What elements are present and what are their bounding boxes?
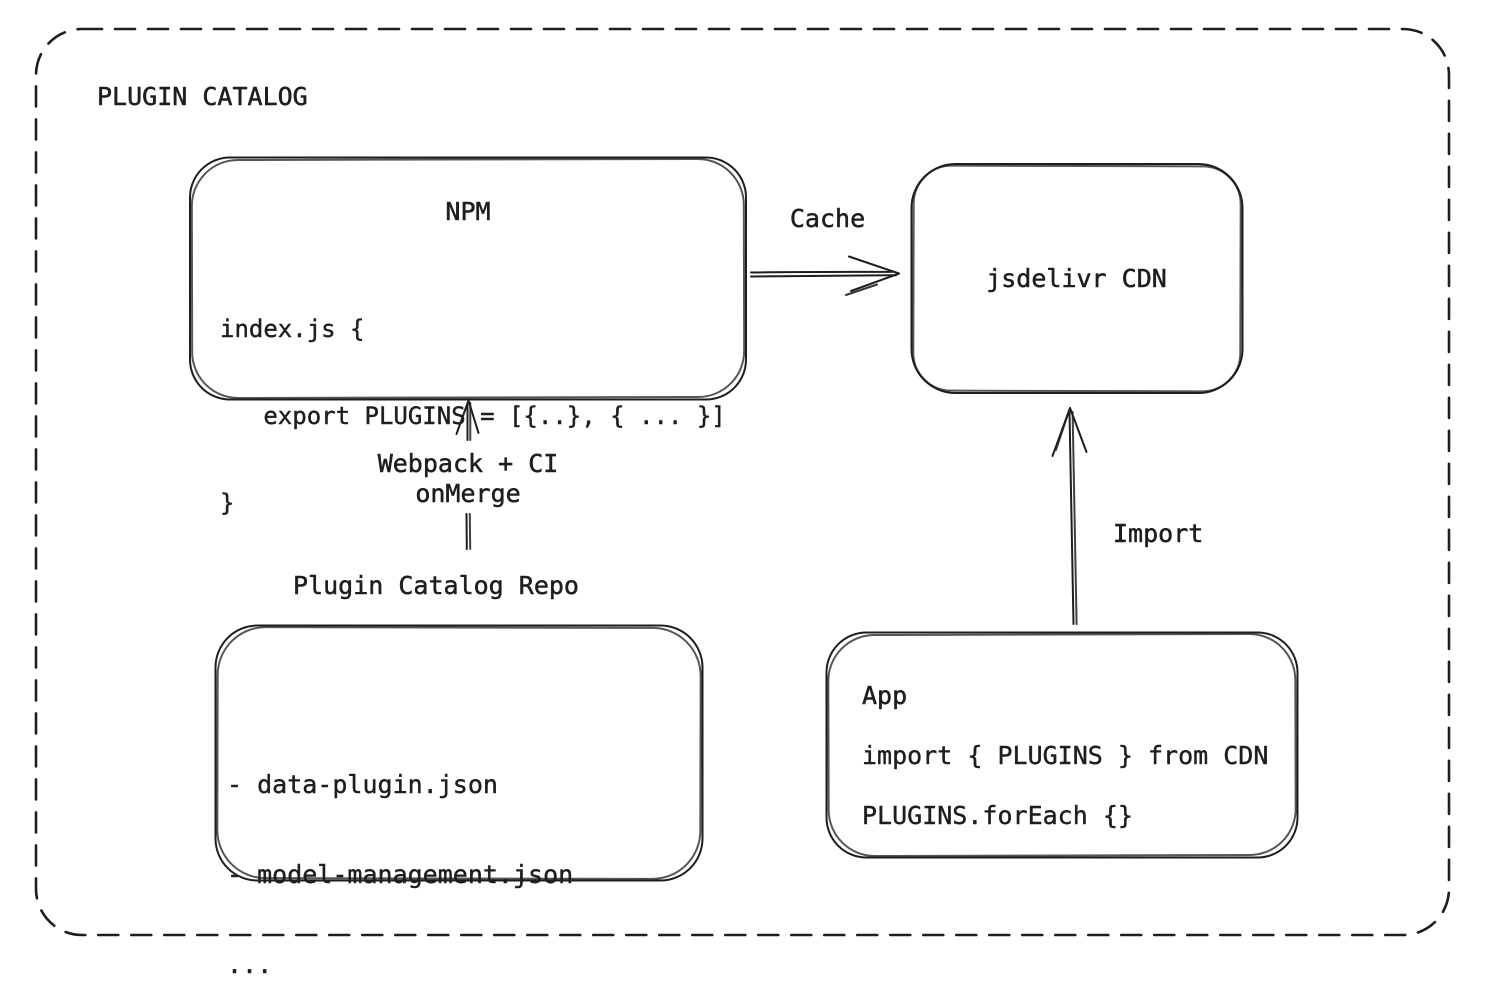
build-arrow-label-line2: onMerge <box>415 479 521 508</box>
plugin-catalog-frame <box>34 27 1451 937</box>
build-arrow <box>455 399 480 550</box>
cdn-box-label: jsdelivr CDN <box>986 264 1167 293</box>
repo-box-outline <box>214 624 704 882</box>
build-arrow-label-line1: Webpack + CI <box>377 449 559 478</box>
repo-file-item-1: - data-plugin.json <box>227 770 498 799</box>
repo-file-item-2: - model-management.json <box>227 860 574 889</box>
repo-file-item-3: ... <box>227 950 273 979</box>
npm-code-block: index.js { export PLUGINS = [{..}, { ...… <box>220 257 726 576</box>
app-box-title: App <box>862 681 908 710</box>
npm-code-line-2: export PLUGINS = [{..}, { ... }] <box>220 402 726 430</box>
app-code-line-1: import { PLUGINS } from CDN <box>862 741 1269 770</box>
repo-box-label: Plugin Catalog Repo <box>293 571 579 600</box>
npm-code-line-1: index.js { <box>220 315 365 343</box>
npm-box-title: NPM <box>445 197 491 226</box>
app-code-line-2: PLUGINS.forEach {} <box>862 801 1133 830</box>
cache-arrow <box>750 255 900 296</box>
repo-file-list: - data-plugin.json - model-management.js… <box>227 710 574 1002</box>
import-arrow-label: Import <box>1113 519 1204 548</box>
app-box-outline <box>825 631 1299 859</box>
diagram-title: PLUGIN CATALOG <box>97 82 308 111</box>
cache-arrow-label: Cache <box>789 204 866 233</box>
npm-box-outline <box>189 156 747 401</box>
npm-code-line-3: } <box>220 489 235 517</box>
import-arrow <box>1051 407 1088 625</box>
cdn-box-outline <box>910 163 1244 394</box>
